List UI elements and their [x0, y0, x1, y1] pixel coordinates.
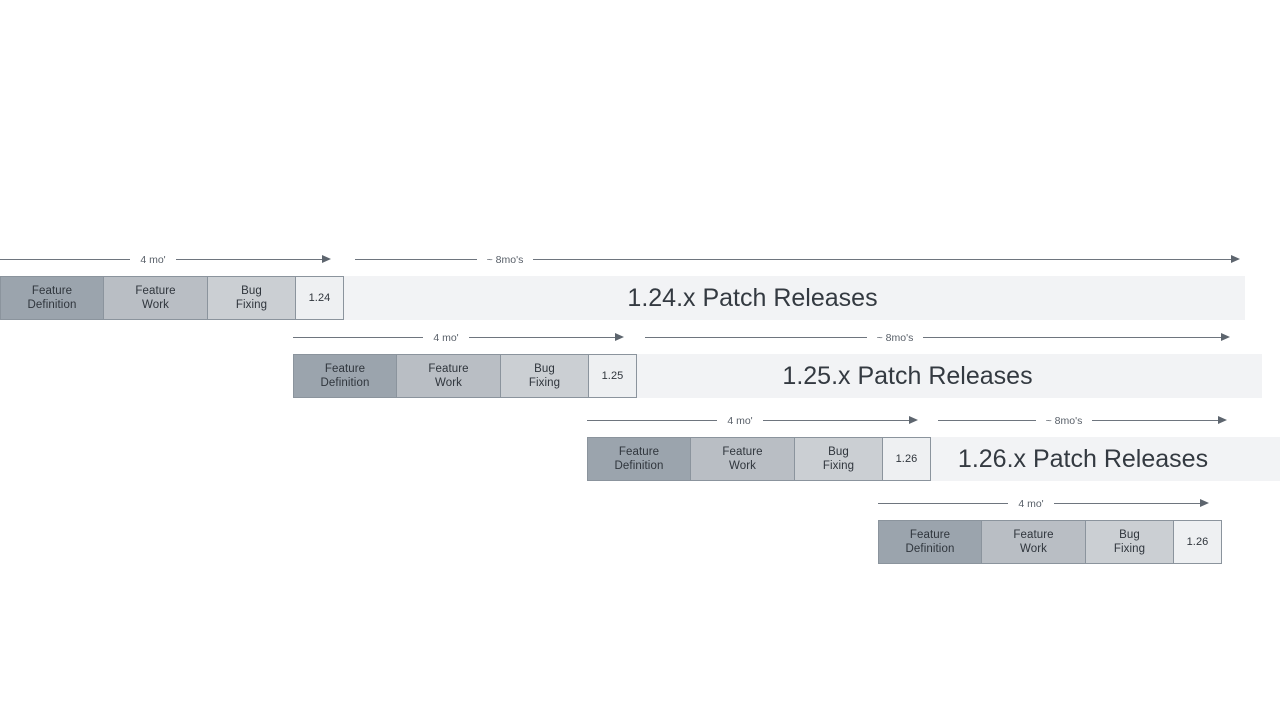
patch-window-arrow-label: ~ 8mo's	[1045, 415, 1083, 427]
arrow-line-left-segment	[645, 337, 867, 338]
phase-label-line1: Feature	[428, 363, 469, 375]
phase-label-line2: Fixing	[822, 460, 855, 472]
patch-release-label: 1.26.x Patch Releases	[957, 445, 1209, 473]
phase-box-feature-work[interactable]: Feature Work	[982, 520, 1086, 564]
patch-window-arrow-label: ~ 8mo's	[486, 254, 524, 266]
release-row-1-27: 4 mo' Feature Definition Feature Work Bu…	[0, 492, 1280, 568]
phase-box-feature-work[interactable]: Feature Work	[104, 276, 208, 320]
arrow-line-right-segment	[469, 337, 619, 338]
phase-strip-1-24: Feature Definition Feature Work Bug Fixi…	[0, 276, 344, 320]
phase-box-feature-work[interactable]: Feature Work	[691, 437, 795, 481]
phase-strip-1-27: Feature Definition Feature Work Bug Fixi…	[878, 520, 1222, 564]
arrow-head-icon	[909, 415, 918, 424]
version-box[interactable]: 1.26	[883, 437, 931, 481]
arrow-line-right-segment	[1092, 420, 1220, 421]
arrow-line-right-segment	[763, 420, 913, 421]
phase-label-line2: Definition	[614, 460, 664, 472]
arrow-line-right-segment	[533, 259, 1233, 260]
release-row-1-26: 1.26.x Patch Releases 4 mo' ~ 8mo's Feat…	[0, 409, 1280, 485]
version-label: 1.25	[601, 370, 624, 382]
phase-label-line1: Feature	[1013, 529, 1054, 541]
phase-box-bug-fixing[interactable]: Bug Fixing	[1086, 520, 1174, 564]
phase-label-line2: Definition	[27, 299, 77, 311]
patch-release-bar-1-25: 1.25.x Patch Releases	[637, 354, 1262, 398]
version-box[interactable]: 1.24	[296, 276, 344, 320]
version-label: 1.26	[895, 453, 918, 465]
arrow-line-left-segment	[938, 420, 1036, 421]
phase-label-line1: Feature	[909, 529, 951, 541]
phase-label-line1: Feature	[722, 446, 763, 458]
arrow-line-left-segment	[587, 420, 717, 421]
phase-label-line1: Feature	[324, 363, 366, 375]
version-box[interactable]: 1.26	[1174, 520, 1222, 564]
version-label: 1.26	[1186, 536, 1209, 548]
dev-cycle-arrow-1-24: 4 mo'	[0, 248, 340, 270]
phase-box-bug-fixing[interactable]: Bug Fixing	[501, 354, 589, 398]
phase-box-feature-definition[interactable]: Feature Definition	[878, 520, 982, 564]
phase-label-line1: Feature	[135, 285, 176, 297]
phase-label-line2: Definition	[905, 543, 955, 555]
dev-cycle-arrow-label: 4 mo'	[727, 415, 753, 427]
arrow-head-icon	[615, 332, 624, 341]
phase-label-line1: Bug	[1119, 529, 1140, 541]
dev-cycle-arrow-1-26: 4 mo'	[587, 409, 927, 431]
dev-cycle-arrow-label: 4 mo'	[1018, 498, 1044, 510]
phase-label-line2: Fixing	[528, 377, 561, 389]
arrow-line-left-segment	[878, 503, 1008, 504]
arrow-head-icon	[322, 254, 331, 263]
patch-release-label: 1.25.x Patch Releases	[782, 362, 1033, 390]
phase-box-feature-work[interactable]: Feature Work	[397, 354, 501, 398]
release-row-1-24: 1.24.x Patch Releases 4 mo' ~ 8mo's Feat…	[0, 248, 1280, 324]
phase-label-line1: Feature	[618, 446, 660, 458]
phase-label-line1: Bug	[534, 363, 555, 375]
phase-box-bug-fixing[interactable]: Bug Fixing	[795, 437, 883, 481]
version-box[interactable]: 1.25	[589, 354, 637, 398]
arrow-head-icon	[1221, 332, 1230, 341]
arrow-line-right-segment	[176, 259, 326, 260]
phase-box-feature-definition[interactable]: Feature Definition	[0, 276, 104, 320]
patch-window-arrow-1-25: ~ 8mo's	[645, 326, 1233, 348]
phase-label-line2: Definition	[320, 377, 370, 389]
phase-label-line1: Bug	[828, 446, 849, 458]
arrow-head-icon	[1231, 254, 1240, 263]
patch-release-bar-1-26: 1.26.x Patch Releases	[930, 437, 1280, 481]
arrow-line-left-segment	[355, 259, 477, 260]
arrow-line-right-segment	[923, 337, 1223, 338]
patch-release-bar-1-24: 1.24.x Patch Releases	[344, 276, 1245, 320]
arrow-line-left-segment	[0, 259, 130, 260]
phase-label-line2: Work	[1019, 543, 1048, 555]
dev-cycle-arrow-1-25: 4 mo'	[293, 326, 633, 348]
dev-cycle-arrow-label: 4 mo'	[140, 254, 166, 266]
phase-label-line2: Fixing	[235, 299, 268, 311]
arrow-line-right-segment	[1054, 503, 1204, 504]
arrow-head-icon	[1218, 415, 1227, 424]
phase-strip-1-25: Feature Definition Feature Work Bug Fixi…	[293, 354, 637, 398]
dev-cycle-arrow-1-27: 4 mo'	[878, 492, 1218, 514]
phase-box-bug-fixing[interactable]: Bug Fixing	[208, 276, 296, 320]
phase-box-feature-definition[interactable]: Feature Definition	[587, 437, 691, 481]
arrow-head-icon	[1200, 498, 1209, 507]
arrow-line-left-segment	[293, 337, 423, 338]
patch-window-arrow-label: ~ 8mo's	[876, 332, 914, 344]
phase-box-feature-definition[interactable]: Feature Definition	[293, 354, 397, 398]
patch-window-arrow-1-24: ~ 8mo's	[355, 248, 1245, 270]
phase-label-line1: Feature	[31, 285, 73, 297]
version-label: 1.24	[308, 292, 331, 304]
patch-window-arrow-1-26: ~ 8mo's	[938, 409, 1233, 431]
release-row-1-25: 1.25.x Patch Releases 4 mo' ~ 8mo's Feat…	[0, 326, 1280, 402]
phase-label-line2: Fixing	[1113, 543, 1146, 555]
dev-cycle-arrow-label: 4 mo'	[433, 332, 459, 344]
phase-label-line2: Work	[728, 460, 757, 472]
phase-label-line2: Work	[141, 299, 170, 311]
phase-label-line1: Bug	[241, 285, 262, 297]
patch-release-label: 1.24.x Patch Releases	[627, 284, 878, 312]
phase-strip-1-26: Feature Definition Feature Work Bug Fixi…	[587, 437, 931, 481]
phase-label-line2: Work	[434, 377, 463, 389]
